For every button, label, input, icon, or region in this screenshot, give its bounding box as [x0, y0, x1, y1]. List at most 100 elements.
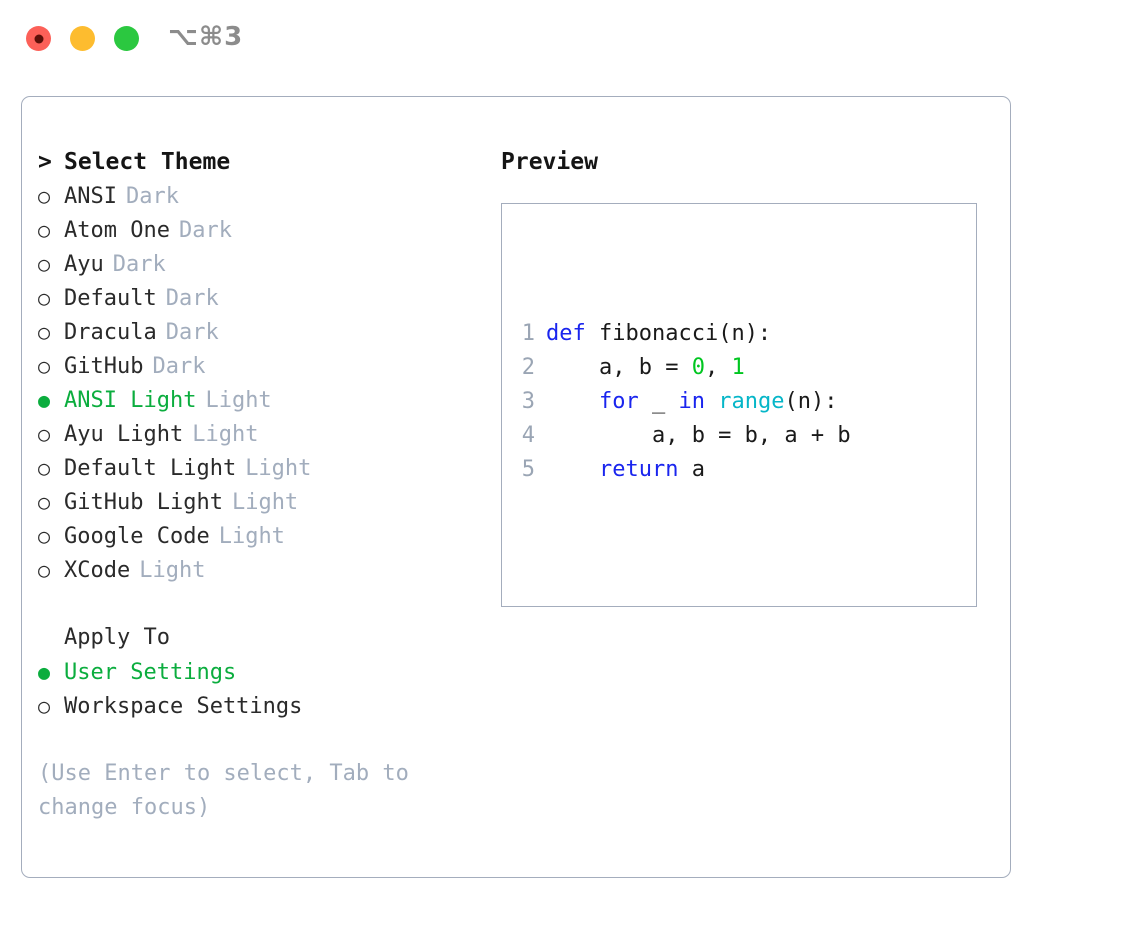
code-token-plain: , — [704, 355, 732, 380]
code-token-plain: (n): — [784, 389, 838, 414]
minimize-button[interactable] — [70, 26, 95, 51]
theme-option-label: Default — [64, 286, 157, 311]
theme-option-kind: Light — [139, 558, 206, 583]
apply-to-option-label: Workspace Settings — [64, 694, 303, 719]
zoom-button[interactable] — [114, 26, 139, 51]
theme-option[interactable]: ○ GitHub Dark — [38, 349, 488, 383]
radio-unselected-icon: ○ — [38, 184, 51, 208]
preview-title: Preview — [501, 149, 598, 175]
theme-option-kind: Dark — [125, 184, 179, 209]
apply-to-option[interactable]: ○ Workspace Settings — [38, 689, 488, 723]
line-number: 2 — [521, 355, 535, 380]
theme-option[interactable]: ○ XCode Light — [38, 553, 488, 587]
radio-unselected-icon: ○ — [38, 558, 51, 582]
theme-option-label: Atom One — [64, 218, 170, 243]
theme-option-kind: Light — [218, 524, 285, 549]
code-token-num: 0 — [691, 355, 705, 380]
code-token-plain: a, b = — [546, 355, 692, 380]
code-token-kw: for — [598, 389, 639, 414]
radio-unselected-icon: ○ — [38, 354, 51, 378]
radio-selected-icon: ● — [38, 660, 51, 684]
theme-option-kind: Dark — [112, 252, 166, 277]
code-line: 1 def fibonacci(n): — [519, 317, 890, 351]
radio-unselected-icon: ○ — [38, 286, 51, 310]
traffic-light-group — [26, 26, 139, 51]
code-token-plain — [546, 457, 599, 482]
line-number: 1 — [521, 321, 535, 346]
theme-option-kind: Light — [192, 422, 259, 447]
theme-option[interactable]: ○ Dracula Dark — [38, 315, 488, 349]
code-line: 3 for _ in range(n): — [519, 385, 890, 419]
title-bar: ⌥⌘3 — [0, 0, 1140, 78]
keyboard-hint: (Use Enter to select, Tab to change focu… — [38, 761, 409, 820]
code-line: 5 return a — [519, 453, 890, 487]
theme-option[interactable]: ○ ANSI Dark — [38, 179, 488, 213]
theme-option-label: ANSI Light — [64, 388, 197, 413]
radio-unselected-icon: ○ — [38, 524, 51, 548]
spacer — [38, 587, 488, 621]
apply-to-list: ● User Settings ○ Workspace Settings — [38, 655, 488, 723]
code-token-kw: in — [678, 389, 705, 414]
radio-unselected-icon: ○ — [38, 218, 51, 242]
radio-unselected-icon: ○ — [38, 490, 51, 514]
apply-to-label: Apply To — [64, 625, 170, 650]
theme-option[interactable]: ○ Ayu Dark — [38, 247, 488, 281]
code-token-plain — [705, 389, 718, 414]
code-token-plain: a — [678, 457, 705, 482]
theme-option[interactable]: ○ Ayu Light Light — [38, 417, 488, 451]
theme-option[interactable]: ○ Default Light Light — [38, 451, 488, 485]
radio-selected-icon: ● — [38, 388, 51, 412]
code-diff-separator — [519, 555, 890, 589]
code-token-kw: def — [546, 321, 586, 346]
apply-to-option[interactable]: ● User Settings — [38, 655, 488, 689]
line-number: 5 — [521, 457, 535, 482]
code-token-fn: range — [718, 389, 785, 414]
radio-unselected-icon: ○ — [38, 694, 51, 718]
radio-unselected-icon: ○ — [38, 422, 51, 446]
radio-unselected-icon: ○ — [38, 456, 51, 480]
code-line: 2 a, b = 0, 1 — [519, 351, 890, 385]
theme-option-label: ANSI — [64, 184, 117, 209]
theme-option[interactable]: ● ANSI Light Light — [38, 383, 488, 417]
code-token-plain: fibonacci(n): — [585, 321, 772, 346]
line-number: 3 — [521, 389, 535, 414]
theme-option-kind: Light — [205, 388, 272, 413]
theme-option-kind: Light — [231, 490, 299, 515]
code-line: 4 a, b = b, a + b — [519, 419, 890, 453]
caret-icon: > — [38, 149, 52, 175]
theme-option-kind: Light — [245, 456, 312, 481]
code-token-plain: a, b = b, a + b — [546, 423, 851, 448]
code-token-plain: _ — [638, 389, 679, 414]
close-button[interactable] — [26, 26, 51, 51]
theme-list-header-label: Select Theme — [64, 149, 231, 175]
code-token-num: 1 — [731, 355, 745, 380]
theme-option-label: Dracula — [64, 320, 157, 345]
theme-option-label: GitHub — [64, 354, 144, 379]
theme-option-label: Ayu — [64, 252, 104, 277]
theme-list-header: > Select Theme — [38, 145, 488, 179]
theme-option-label: GitHub Light — [64, 490, 223, 515]
radio-unselected-icon: ○ — [38, 252, 51, 276]
theme-option-kind: Dark — [178, 218, 232, 243]
code-token-kw: return — [598, 457, 679, 482]
theme-option-kind: Dark — [165, 320, 219, 345]
theme-option-label: Ayu Light — [64, 422, 184, 447]
window-title: ⌥⌘3 — [168, 22, 244, 52]
radio-unselected-icon: ○ — [38, 320, 51, 344]
theme-option[interactable]: ○ GitHub Light Light — [38, 485, 488, 519]
theme-option-kind: Dark — [152, 354, 206, 379]
theme-option[interactable]: ○ Atom One Dark — [38, 213, 488, 247]
theme-option-label: Default Light — [64, 456, 237, 481]
line-number: 4 — [521, 423, 535, 448]
theme-option-label: XCode — [64, 558, 131, 583]
apply-to-option-label: User Settings — [64, 660, 237, 685]
